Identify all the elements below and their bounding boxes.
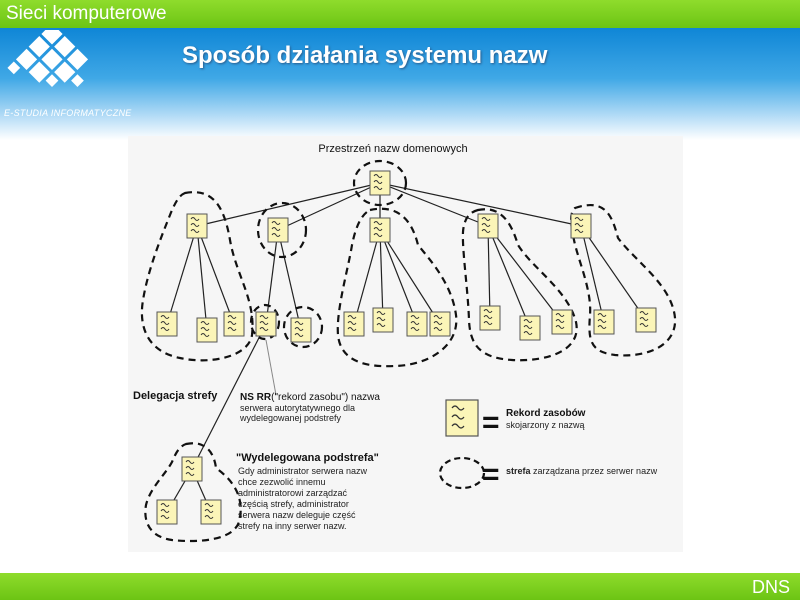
logo-icon xyxy=(7,30,89,87)
delegation-label: Delegacja strefy xyxy=(133,390,218,402)
ns-rr-line1: NS RR("rekord zasobu") nazwa xyxy=(240,392,380,403)
top-bar xyxy=(0,0,800,28)
zone-center xyxy=(336,207,458,368)
zone-small-top xyxy=(256,201,308,259)
legend-record-icon xyxy=(445,399,479,437)
subzone-line: serwera nazw deleguje część xyxy=(238,510,356,520)
subzone-line: strefy na inny serwer nazw. xyxy=(238,521,347,531)
subzone-title: "Wydelegowana podstrefa" xyxy=(236,452,379,464)
subzone-line: chce zezwolić innemu xyxy=(238,477,326,487)
zone-outlines xyxy=(140,159,677,543)
zone-subzone xyxy=(144,442,242,543)
bottom-bar xyxy=(0,573,800,600)
subzone-line: Gdy administrator serwera nazw xyxy=(238,466,368,476)
slide-title: Sposób działania systemu nazw xyxy=(182,42,548,69)
zone-left xyxy=(140,191,254,362)
legend-zone-text: strefa zarządzana przez serwer nazw xyxy=(506,466,658,476)
tree-lines xyxy=(166,182,647,513)
ns-rr-line3: wydelegowanej podstrefy xyxy=(239,413,342,423)
zone-small-right xyxy=(282,305,324,349)
legend-record-eq: = xyxy=(482,406,500,439)
subzone-line: częścią strefy, administrator xyxy=(238,499,349,509)
ns-rr-pointer xyxy=(265,339,277,396)
subzone-line: administratorowi zarządzać xyxy=(238,488,348,498)
zone-right-1 xyxy=(461,208,578,362)
zone-root xyxy=(352,159,408,207)
root-label: Przestrzeń nazw domenowych xyxy=(318,143,467,155)
footer-label: DNS xyxy=(751,577,790,597)
legend-record-title: Rekord zasobów xyxy=(506,408,586,419)
zone-sub-node xyxy=(249,303,281,341)
ns-rr-line2: serwera autorytatywnego dla xyxy=(240,403,355,413)
course-title: Sieci komputerowe xyxy=(6,3,167,24)
zone-right-2 xyxy=(570,204,677,357)
legend-record-desc: skojarzony z nazwą xyxy=(506,420,585,430)
legend-zone-icon xyxy=(438,456,486,490)
legend-zone-eq: = xyxy=(482,458,500,491)
header-banner xyxy=(0,28,800,140)
logo-text: E-STUDIA INFORMATYCZNE xyxy=(4,108,132,118)
